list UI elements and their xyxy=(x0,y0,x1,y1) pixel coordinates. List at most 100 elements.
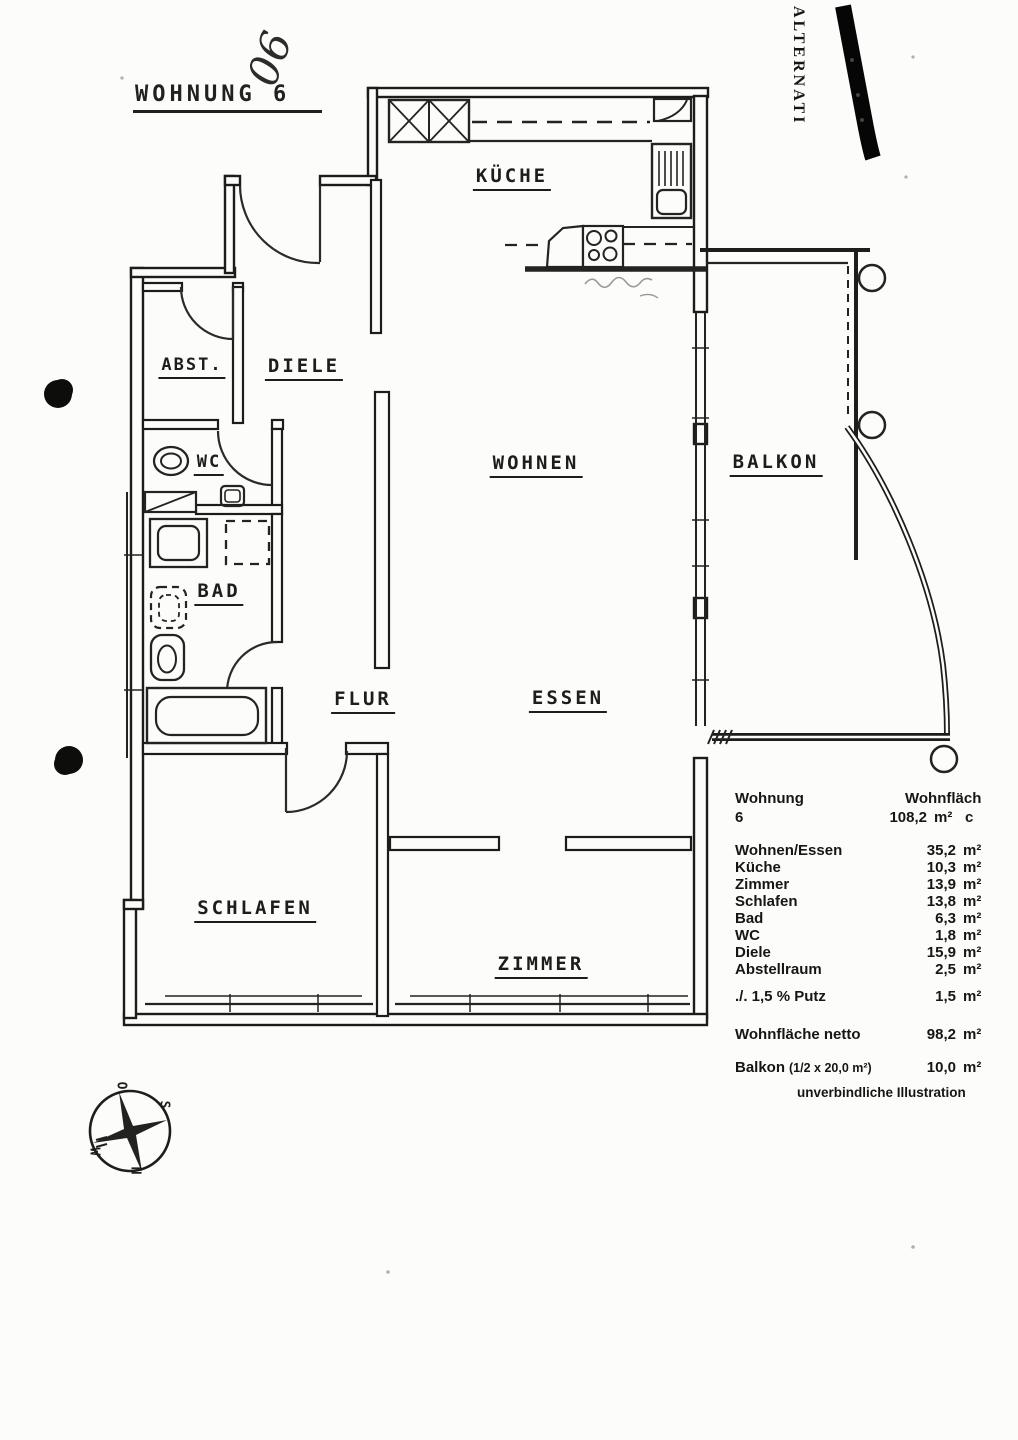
hole-punch-dots xyxy=(44,379,83,775)
table-row: Küche 10,3 m² xyxy=(735,859,989,876)
table-row: Abstellraum 2,5 m² xyxy=(735,961,989,978)
room-label-kueche: KÜCHE xyxy=(472,165,552,191)
room-label-diele: DIELE xyxy=(264,355,344,381)
compass-letter-bottom: N xyxy=(127,1166,143,1175)
hand-basin-icon xyxy=(219,484,246,508)
total-unit: m² xyxy=(934,809,953,826)
exterior-walls xyxy=(122,86,710,1027)
row-label: Diele xyxy=(735,944,771,961)
room-label-essen: ESSEN xyxy=(528,687,608,713)
row-label: Abstellraum xyxy=(735,961,822,978)
row-unit: m² xyxy=(963,1026,982,1043)
marker-stroke xyxy=(835,4,881,161)
row-value: 15,9 xyxy=(926,944,956,961)
row-unit: m² xyxy=(963,988,982,1005)
row-label: Zimmer xyxy=(735,876,790,893)
room-label-flur: FLUR xyxy=(331,688,395,714)
table-row: Zimmer 13,9 m² xyxy=(735,876,989,893)
footnote: unverbindliche Illustration xyxy=(797,1085,966,1100)
total-value: 108,2 xyxy=(889,809,927,826)
row-value: 13,8 xyxy=(926,893,956,910)
row-unit: m² xyxy=(963,1059,982,1076)
compass-letter-left: W xyxy=(86,1147,102,1156)
row-unit: m² xyxy=(963,842,982,859)
balkon-row: Balkon(1/2 x 20,0 m²) 10,0 m² xyxy=(735,1059,989,1077)
room-label-schlafen: SCHLAFEN xyxy=(194,897,316,923)
row-label: Schlafen xyxy=(735,893,798,910)
room-label-wohnen: WOHNEN xyxy=(489,452,583,478)
bidet-dashed-icon xyxy=(149,585,188,630)
row-label: Bad xyxy=(735,910,764,927)
bathtub-icon xyxy=(145,686,268,745)
row-value: 2,5 xyxy=(935,961,956,978)
corner-stamp-label: ALTERNATI xyxy=(790,6,807,126)
row-value: 6,3 xyxy=(935,910,956,927)
kitchen-cabinet-x-icon xyxy=(387,98,471,144)
area-table-header: Wohnung 6 Wohnfläch 108,2 m² c xyxy=(735,790,989,830)
wc-fixtures xyxy=(152,445,246,508)
row-unit: m² xyxy=(963,859,982,876)
compass-letter-right: S xyxy=(156,1100,172,1109)
room-label-abst: ABST. xyxy=(158,355,226,379)
interior-walls xyxy=(141,178,693,1018)
wohnung-number: 6 xyxy=(735,809,744,826)
table-row: Bad 6,3 m² xyxy=(735,910,989,927)
total-suffix: c xyxy=(965,809,974,826)
window-lines xyxy=(124,312,709,1012)
table-row: WC 1,8 m² xyxy=(735,927,989,944)
row-value: 10,0 xyxy=(926,1059,956,1076)
pencil-scribble xyxy=(584,276,659,299)
row-unit: m² xyxy=(963,927,982,944)
row-unit: m² xyxy=(963,910,982,927)
wohnflaeche-header: Wohnfläch xyxy=(905,790,982,807)
row-label: Wohnfläche netto xyxy=(735,1026,861,1043)
row-value: 1,8 xyxy=(935,927,956,944)
row-value: 98,2 xyxy=(926,1026,956,1043)
row-unit: m² xyxy=(963,876,982,893)
row-label: WC xyxy=(735,927,760,944)
fridge-icon xyxy=(652,97,693,123)
row-value: 35,2 xyxy=(926,842,956,859)
balkon-label: Balkon xyxy=(735,1059,786,1076)
compass-icon xyxy=(88,1089,172,1173)
balcony-railing xyxy=(700,248,959,774)
table-row: Schlafen 13,8 m² xyxy=(735,893,989,910)
area-table: Wohnung 6 Wohnfläch 108,2 m² c Wohnen/Es… xyxy=(735,790,989,1101)
row-unit: m² xyxy=(963,893,982,910)
row-label: Küche xyxy=(735,859,781,876)
scan-specks xyxy=(120,55,915,1274)
room-label-balkon: BALKON xyxy=(729,451,823,477)
balcony-threshold-hatch xyxy=(707,729,733,745)
compass-letter-top: O xyxy=(113,1081,129,1090)
putz-row: ./. 1,5 % Putz 1,5 m² xyxy=(735,988,989,1005)
table-row: Diele 15,9 m² xyxy=(735,944,989,961)
stove-icon xyxy=(545,224,625,269)
closet-shelf-icon xyxy=(143,490,198,514)
row-label: Wohnen/Essen xyxy=(735,842,843,859)
toilet-icon xyxy=(152,445,190,477)
table-row: Wohnen/Essen 35,2 m² xyxy=(735,842,989,859)
page-title: WOHNUNG 6 xyxy=(133,82,323,113)
balkon-label-detail: (1/2 x 20,0 m²) xyxy=(789,1061,872,1075)
room-label-bad: BAD xyxy=(194,580,244,606)
room-label-zimmer: ZIMMER xyxy=(494,953,588,979)
row-unit: m² xyxy=(963,961,982,978)
wohnung-header: Wohnung xyxy=(735,790,804,807)
netto-row: Wohnfläche netto 98,2 m² xyxy=(735,1026,989,1043)
wohnflaeche-total: 108,2 m² c xyxy=(881,809,973,826)
row-value: 1,5 xyxy=(935,988,956,1005)
bathroom-fixtures xyxy=(143,490,271,745)
row-label: Balkon(1/2 x 20,0 m²) xyxy=(735,1059,910,1077)
railing-posts xyxy=(857,263,959,774)
toilet-icon xyxy=(149,633,186,682)
door-swings xyxy=(179,184,349,814)
row-value: 10,3 xyxy=(926,859,956,876)
room-label-wc: WC xyxy=(193,452,225,476)
shower-icon xyxy=(148,517,209,569)
washer-dashed-icon xyxy=(224,519,271,566)
row-value: 13,9 xyxy=(926,876,956,893)
kitchen-fixtures xyxy=(387,97,706,299)
row-label: ./. 1,5 % Putz xyxy=(735,988,826,1005)
